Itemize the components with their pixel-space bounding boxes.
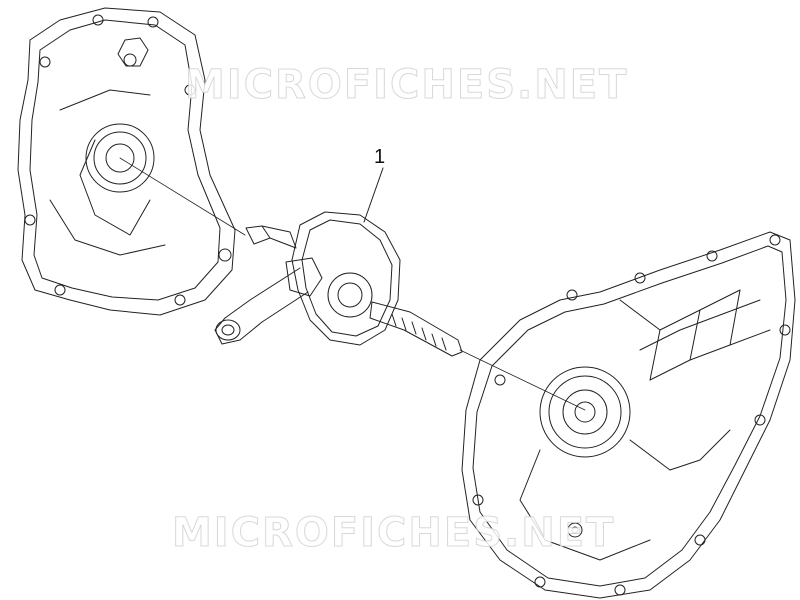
callout-label-1: 1: [374, 146, 386, 168]
watermark-top: MICROFICHES.NET: [184, 62, 629, 109]
left-crankcase-half: [17, 7, 236, 316]
right-crankcase-half: [461, 231, 796, 599]
watermark-bottom: MICROFICHES.NET: [171, 510, 616, 557]
callout-leader-line: [363, 167, 384, 223]
crankshaft-part-1: [214, 211, 463, 357]
